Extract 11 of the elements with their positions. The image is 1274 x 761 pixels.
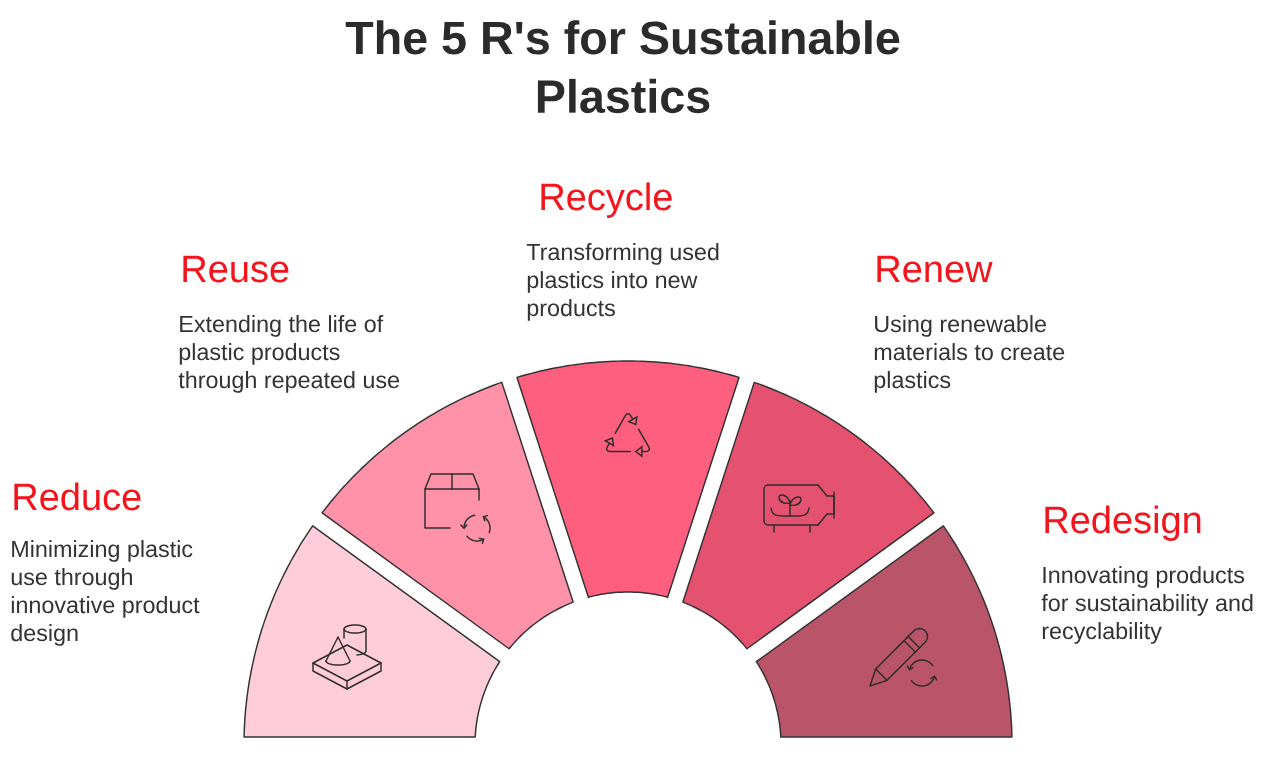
heading: Reuse xyxy=(183,255,289,283)
heading: Redesign xyxy=(1045,505,1201,541)
description: Transforming used plastics into new products xyxy=(526,243,719,321)
description: Innovating products for sustainability and recyclability xyxy=(1041,566,1253,644)
title: The 5 R's for Sustainable Plastics xyxy=(345,20,900,114)
description: Extending the life of plastic products through repeated use xyxy=(178,315,399,393)
description: Using renewable materials to create plastics xyxy=(874,315,1065,393)
heading: Renew xyxy=(877,255,993,283)
heading: Recycle xyxy=(541,182,672,218)
heading: Reduce xyxy=(14,482,141,511)
description: Minimizing plastic use through innovative product design xyxy=(11,540,200,646)
